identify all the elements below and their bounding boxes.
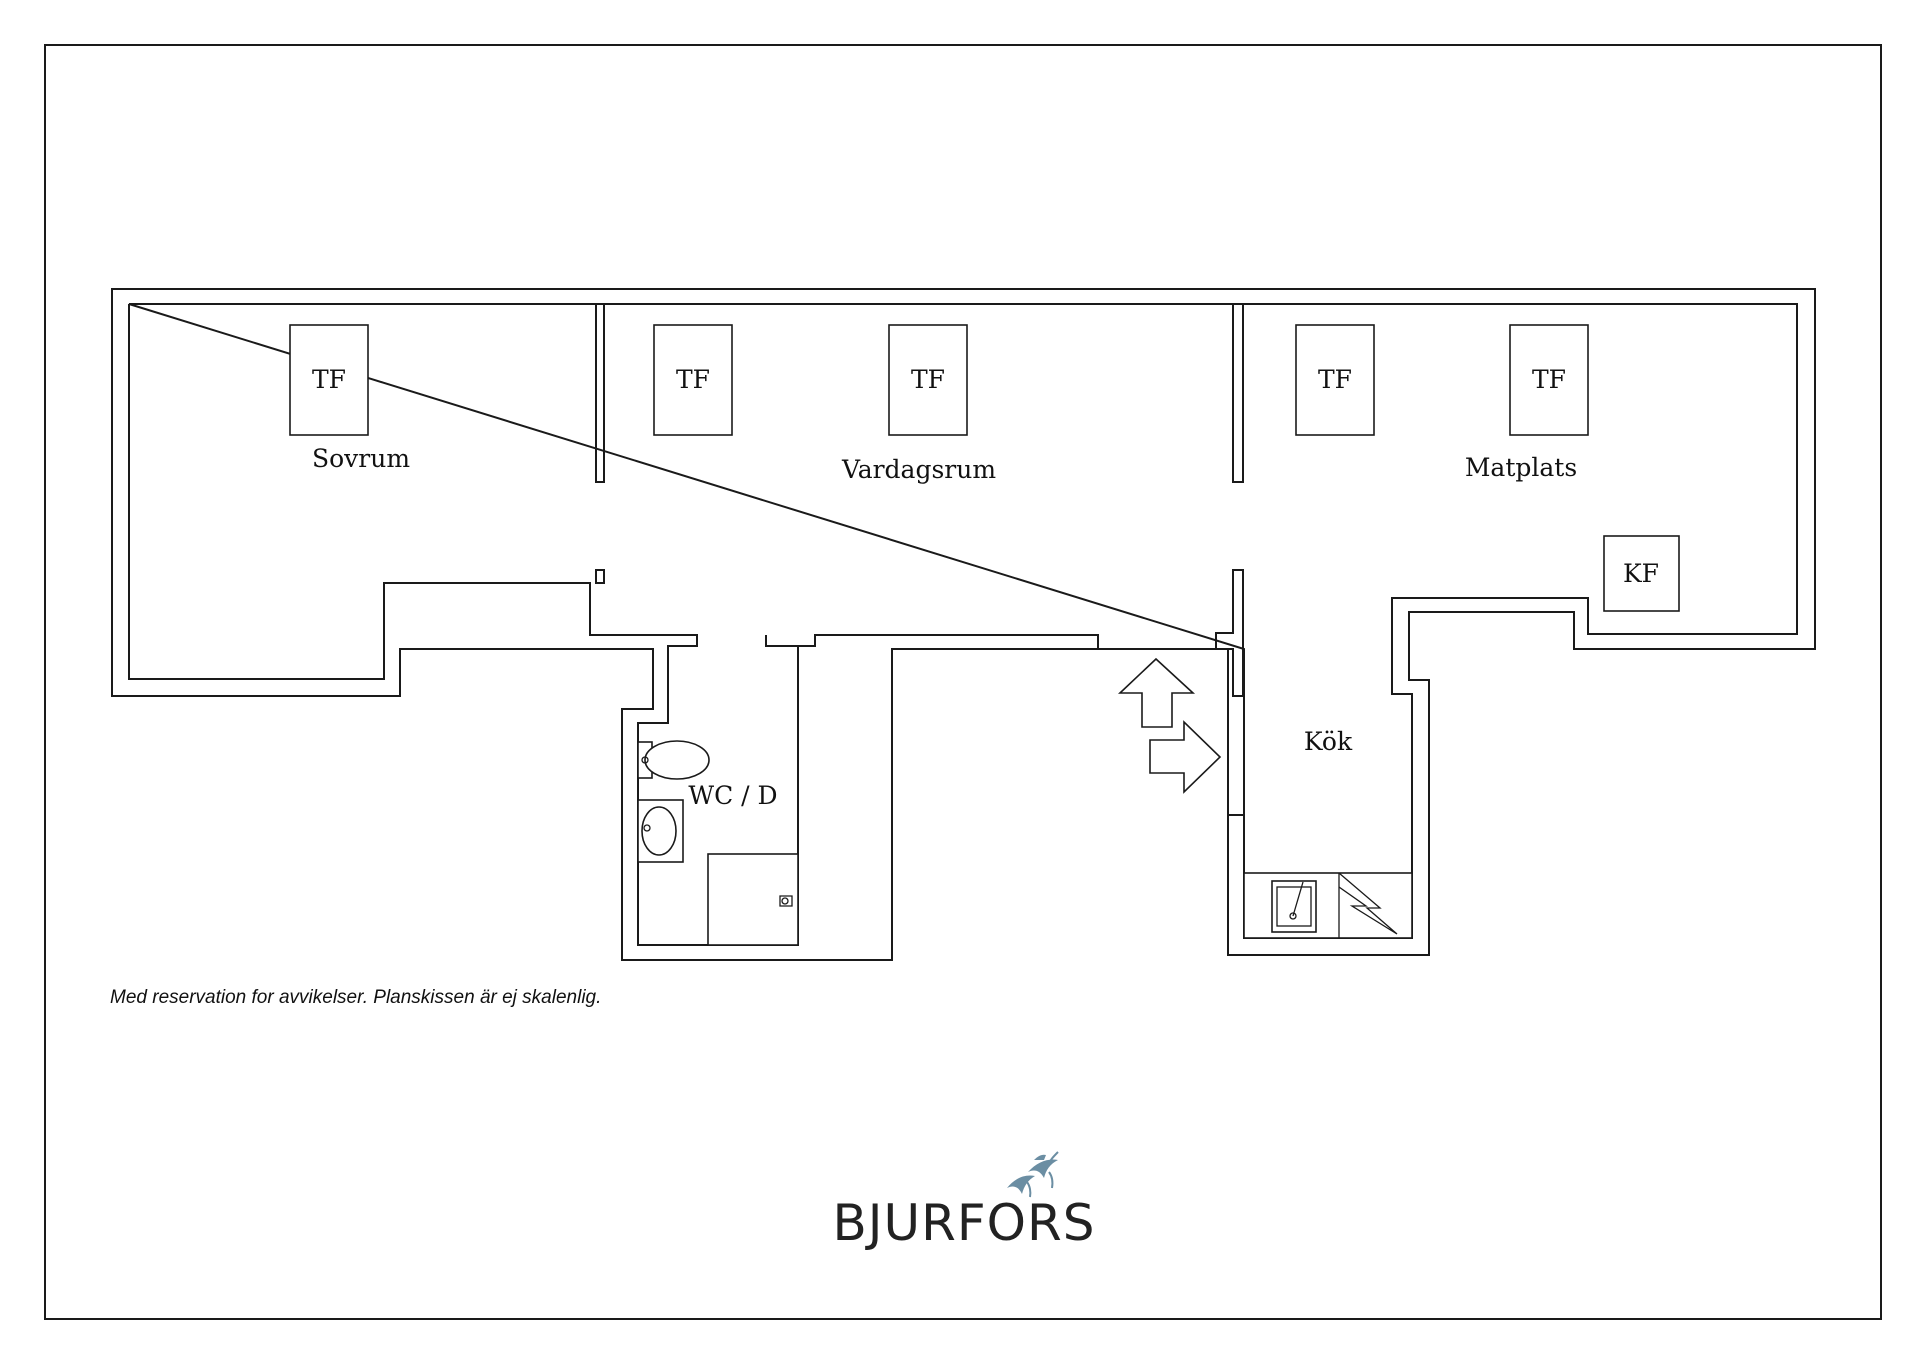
room-label-matplats: Matplats	[1465, 453, 1577, 482]
wc-door-right	[765, 635, 815, 647]
room-label-sovrum: Sovrum	[312, 444, 410, 473]
kf-box	[1603, 535, 1680, 612]
partition-sovrum-vardagsrum-lower	[595, 569, 605, 584]
tf-box-5	[1509, 324, 1589, 436]
tf-label-4: TF	[1318, 365, 1352, 394]
tf-box-4	[1295, 324, 1375, 436]
room-label-vardagsrum: Vardagsrum	[841, 455, 996, 484]
shower-icon	[707, 853, 799, 946]
partition-vardagsrum-matplats-lower	[1215, 569, 1244, 697]
room-label-kok: Kök	[1304, 727, 1353, 756]
inner-wall-left	[128, 304, 1099, 946]
kitchen-sink-icon	[1271, 880, 1317, 933]
entrance-arrow-right-icon	[1149, 720, 1222, 794]
entrance-arrow-up-icon	[1117, 657, 1196, 728]
partition-sovrum-vardagsrum	[595, 304, 605, 483]
tf-label-1: TF	[312, 365, 346, 394]
logo-text: BJURFORS	[833, 1194, 1096, 1252]
page-frame	[44, 44, 1882, 1320]
tf-label-5: TF	[1532, 365, 1566, 394]
tf-box-3	[888, 324, 968, 436]
tf-label-2: TF	[676, 365, 710, 394]
tf-box-2	[653, 324, 733, 436]
kf-label: KF	[1623, 559, 1659, 588]
room-label-wc: WC / D	[688, 781, 777, 810]
sink-icon	[637, 799, 684, 863]
tf-box-1	[289, 324, 369, 436]
birds-icon	[1007, 1151, 1059, 1198]
toilet-icon	[637, 740, 710, 780]
bjurfors-logo: BJURFORS	[833, 1151, 1096, 1252]
partition-vardagsrum-matplats	[1232, 304, 1244, 483]
partition-kok-west	[1228, 814, 1245, 938]
disclaimer: Med reservation for avvikelser. Planskis…	[110, 987, 602, 1008]
stove-icon	[1338, 872, 1398, 935]
tf-label-3: TF	[911, 365, 945, 394]
